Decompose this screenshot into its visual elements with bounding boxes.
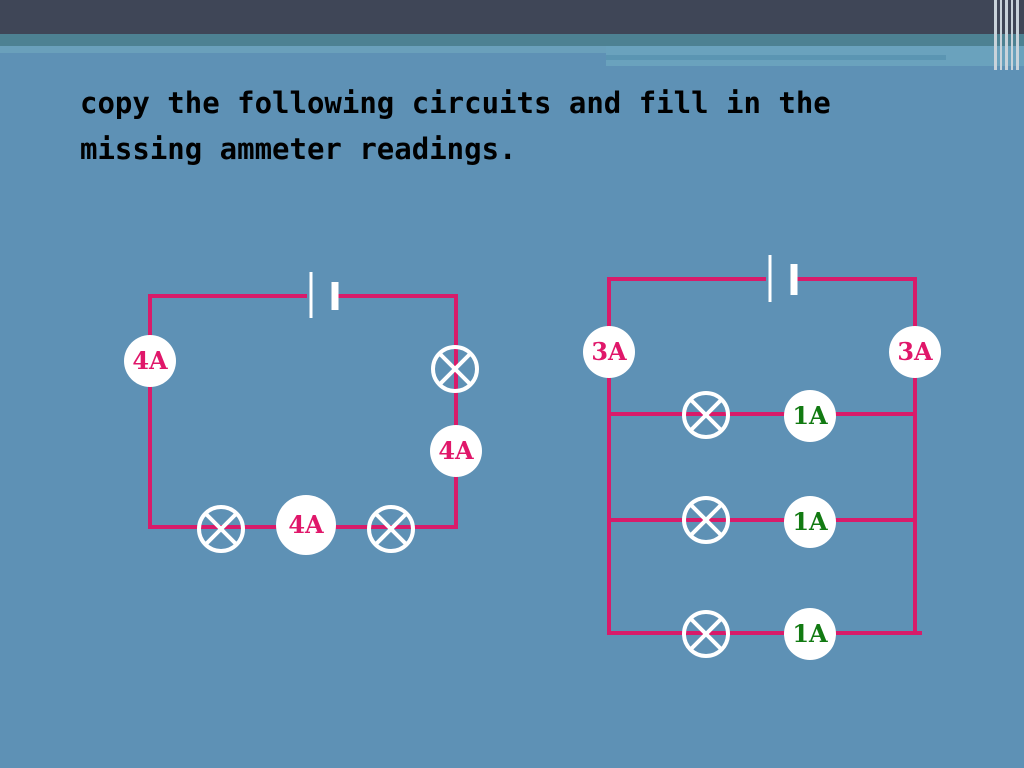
ammeter-reading: 1A: [792, 507, 828, 536]
series-circuit: 4A 4A 4A: [124, 272, 482, 555]
series-ammeter-bottom: 4A: [276, 495, 336, 555]
parallel-ammeter-branch-2: 1A: [784, 496, 836, 548]
ammeter-reading: 1A: [792, 401, 828, 430]
ammeter-reading: 4A: [288, 510, 324, 539]
ammeter-reading: 3A: [897, 337, 933, 366]
parallel-ammeter-branch-3: 1A: [784, 608, 836, 660]
corner-stripes: [994, 0, 1024, 70]
parallel-ammeter-right: 3A: [889, 326, 941, 378]
parallel-wires: [607, 277, 922, 635]
ammeter-reading: 4A: [438, 436, 474, 465]
ammeter-reading: 4A: [132, 346, 168, 375]
parallel-ammeter-left: 3A: [583, 326, 635, 378]
parallel-circuit: 3A 3A 1A 1A 1A: [583, 255, 941, 660]
ammeter-reading: 3A: [591, 337, 627, 366]
series-ammeter-left: 4A: [124, 335, 176, 387]
header-band-inner: [606, 55, 946, 60]
series-wires: [148, 294, 458, 529]
header-band: [0, 34, 1024, 46]
parallel-battery: [766, 255, 798, 302]
series-ammeter-right: 4A: [430, 425, 482, 477]
header-band-left: [0, 46, 606, 53]
page-title: copy the following circuits and fill in …: [80, 86, 831, 166]
series-battery: [307, 272, 339, 318]
ammeter-reading: 1A: [792, 619, 828, 648]
parallel-ammeter-branch-1: 1A: [784, 390, 836, 442]
header-bar: [0, 0, 1024, 34]
